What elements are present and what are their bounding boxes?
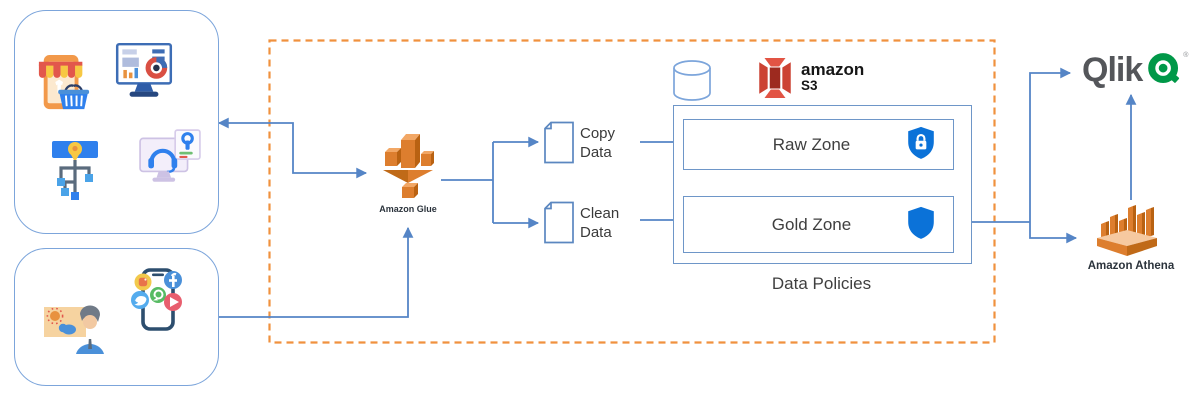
social-media-apps-icon [128, 266, 186, 339]
gold-zone-label: Gold Zone [771, 214, 852, 234]
network-location-icon [46, 136, 104, 209]
customer-support-icon [138, 128, 202, 193]
copy-data-document-icon [543, 121, 575, 169]
copy-data-label: Copy Data [580, 125, 616, 161]
clean-data-document-icon [543, 201, 575, 249]
analytics-dashboard-icon [111, 40, 177, 107]
arrow-goldzone-athena [1029, 222, 1078, 244]
athena-label: Amazon Athena [1087, 260, 1175, 272]
clean-data-label: Clean Data [580, 205, 620, 241]
database-cylinder-icon [671, 59, 713, 108]
arrow-goldzone-qlik [1029, 67, 1072, 222]
weather-presenter-icon [42, 300, 108, 361]
s3-brand-text: amazon [801, 60, 865, 79]
qlik-q-icon [1147, 52, 1183, 93]
arrow-external-glue [218, 226, 414, 318]
s3-logo-text: amazon S3 [801, 61, 864, 94]
s3-bucket-icon [756, 57, 794, 104]
data-policies-label: Data Policies [771, 274, 872, 293]
raw-zone-box: Raw Zone [683, 119, 954, 170]
qlik-wordmark: Qlik [1082, 51, 1143, 89]
glue-icon [375, 126, 441, 205]
shield-icon [905, 204, 939, 246]
raw-zone-label: Raw Zone [772, 134, 851, 154]
arrow-sources-glue [217, 117, 368, 179]
athena-icon [1093, 200, 1161, 263]
qlik-trademark: ® [1183, 52, 1189, 59]
online-store-icon [36, 52, 92, 119]
qlik-logo: Qlik ® [1082, 52, 1188, 93]
glue-label: Amazon Glue [379, 204, 437, 214]
s3-product-text: S3 [801, 78, 818, 93]
shield-lock-icon [905, 124, 939, 166]
gold-zone-box: Gold Zone [683, 196, 954, 253]
